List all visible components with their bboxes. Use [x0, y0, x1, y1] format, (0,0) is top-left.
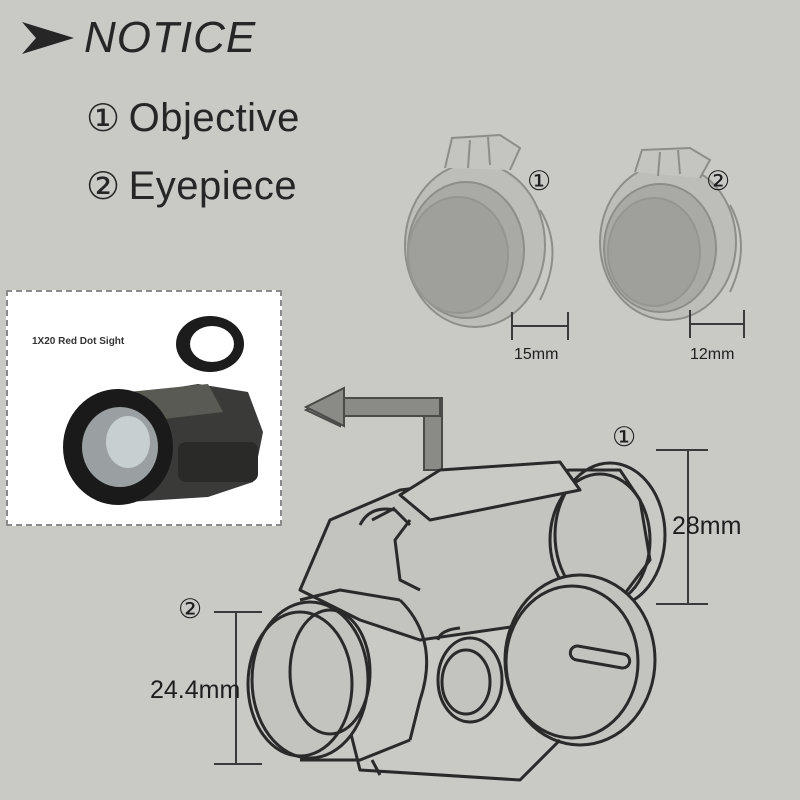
red-dot-sight-drawing	[246, 460, 667, 782]
cap-objective-number: ①	[527, 166, 552, 196]
cap-eyepiece-dimension: 12mm	[690, 346, 735, 363]
legend-eyepiece-number: ②	[86, 166, 121, 208]
photo-caption: 1X20 Red Dot Sight	[32, 336, 125, 347]
scope-objective-number: ①	[612, 422, 637, 452]
bent-arrow-icon	[303, 386, 443, 471]
scope-eyepiece-number: ②	[178, 594, 203, 624]
cap-dimension-lines	[511, 310, 745, 340]
notice-title-text: NOTICE	[84, 13, 257, 62]
objective-dimension-line	[656, 449, 708, 605]
legend-eyepiece-label: Eyepiece	[128, 164, 298, 208]
scope-eyepiece-dimension: 24.4mm	[150, 676, 241, 704]
photo-sight-image	[63, 316, 263, 505]
product-photo: 1X20 Red Dot Sight	[6, 290, 282, 526]
cap-objective-dimension: 15mm	[514, 346, 559, 363]
scope-objective-dimension: 28mm	[672, 512, 742, 540]
eyepiece-dimension-line	[214, 611, 262, 765]
eyepiece-cap-drawing	[599, 146, 742, 321]
notice-heading: NOTICE	[20, 10, 256, 66]
cap-eyepiece-number: ②	[706, 166, 731, 196]
legend-eyepiece: ② Eyepiece	[86, 164, 297, 209]
legend-objective-label: Objective	[128, 96, 300, 140]
objective-cap-drawing	[404, 133, 554, 328]
legend-objective: ① Objective	[86, 96, 300, 141]
arrow-head-icon	[22, 22, 74, 54]
legend-objective-number: ①	[86, 98, 121, 140]
